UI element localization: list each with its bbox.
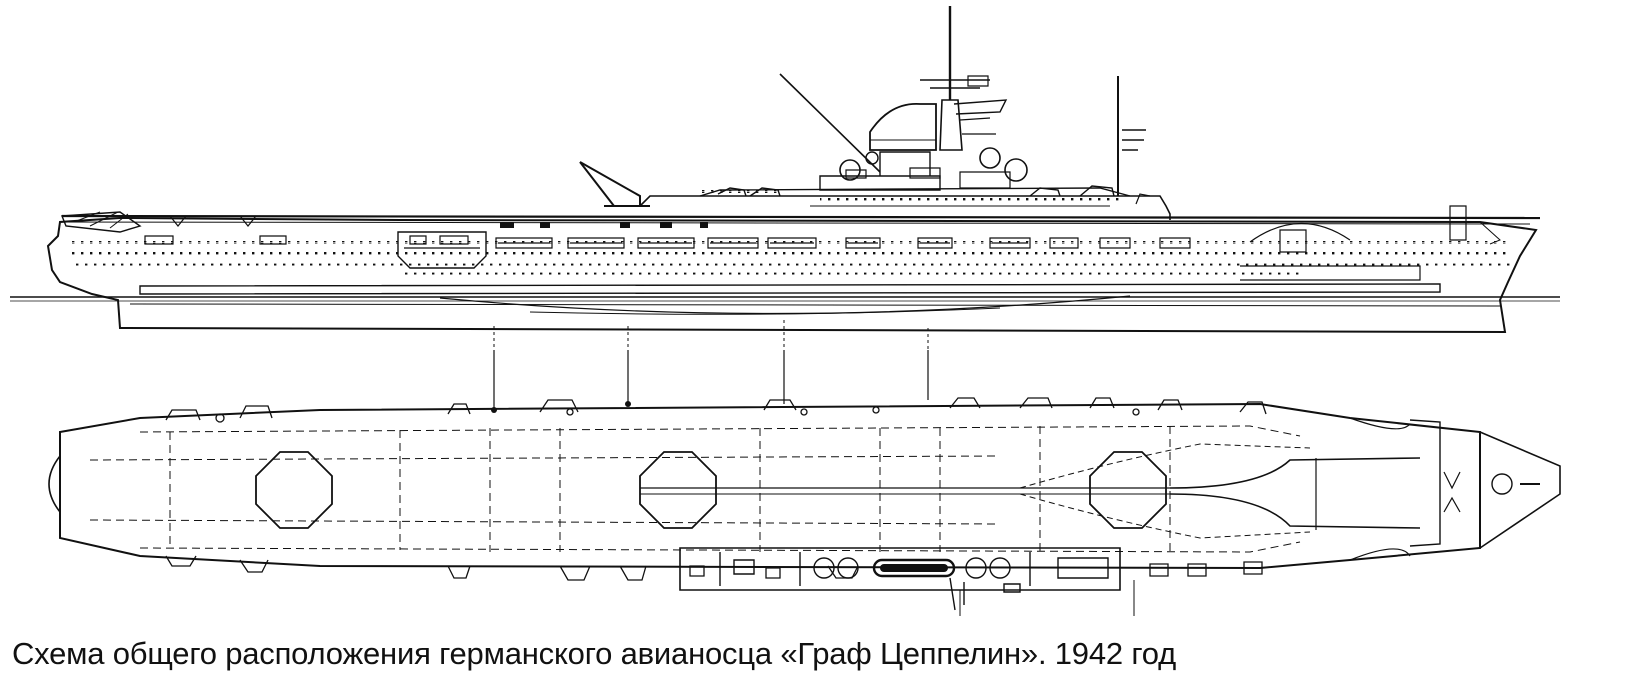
hull-outline [48, 218, 1536, 332]
gun-sponsons-top [166, 398, 1266, 422]
crane [580, 162, 650, 206]
casemate-row [145, 232, 1190, 268]
funnel-uptake [874, 560, 954, 576]
midship-elevator [640, 452, 716, 528]
director-dome [840, 160, 860, 180]
plan-view [49, 350, 1560, 616]
after-elevator [1090, 452, 1166, 528]
figure-caption: Схема общего расположения германского ав… [12, 636, 1177, 671]
funnel-cap [870, 104, 936, 150]
island-plan [680, 548, 1120, 610]
hangar-outline [90, 426, 1300, 552]
side-view [10, 6, 1560, 350]
stern-capstan [1492, 474, 1512, 494]
porthole-rows [70, 241, 1510, 275]
island-superstructure [640, 6, 1170, 220]
gun-sponsons-bottom [166, 556, 858, 580]
forward-elevator [256, 452, 332, 528]
